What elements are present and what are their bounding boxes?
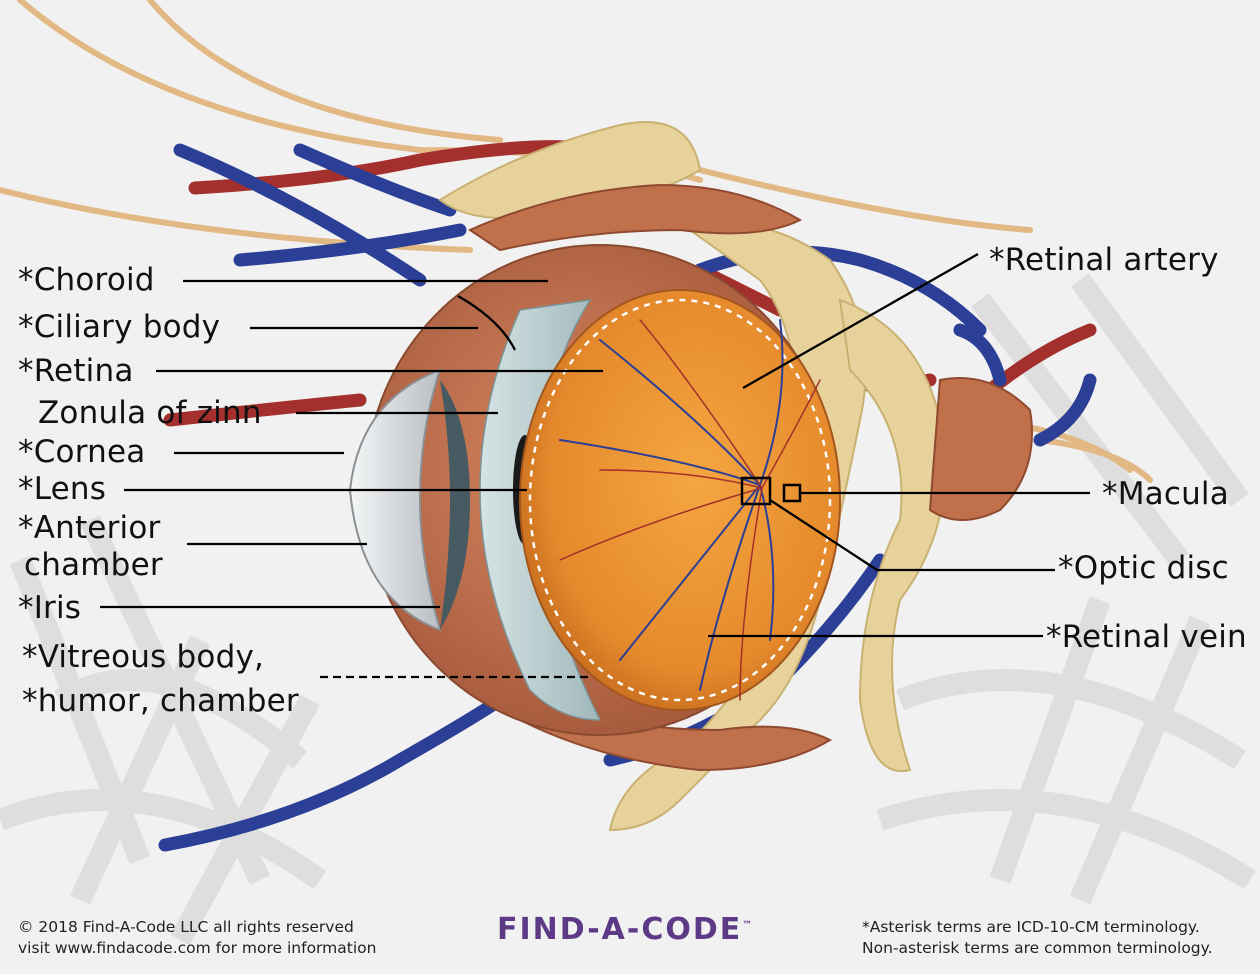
label-vitreous-body: *Vitreous body,: [22, 639, 265, 675]
label-cornea: *Cornea: [18, 434, 146, 470]
optic-disc-box: [740, 476, 772, 506]
leader-lines: [100, 253, 1090, 679]
retinal-vessels: [559, 319, 821, 701]
label-zonula-of-zinn: Zonula of zinn: [38, 395, 262, 431]
label-choroid: *Choroid: [18, 262, 155, 298]
label-vitreous-humor: *humor, chamber: [22, 683, 299, 719]
label-lens: *Lens: [18, 471, 107, 507]
iris-shape: [440, 380, 470, 630]
findacode-logo: FIND-A-CODE™: [497, 912, 752, 947]
label-retina: *Retina: [18, 353, 134, 389]
label-macula: *Macula: [1102, 476, 1229, 512]
label-iris: *Iris: [18, 590, 82, 626]
label-anterior: *Anterior: [18, 510, 161, 546]
footer-copyright: © 2018 Find-A-Code LLC all rights reserv…: [18, 918, 354, 936]
label-optic-disc: *Optic disc: [1058, 550, 1229, 586]
vitreous-boundary: [528, 298, 832, 702]
label-retinal-artery: *Retinal artery: [989, 242, 1219, 278]
logo-text: FIND-A-CODE: [497, 912, 743, 947]
logo-trademark: ™: [742, 920, 753, 931]
label-retinal-vein: *Retinal vein: [1046, 619, 1247, 655]
footer-asterisk-note: *Asterisk terms are ICD-10-CM terminolog…: [862, 918, 1200, 936]
label-chamber: chamber: [24, 547, 163, 583]
footer-common-note: Non-asterisk terms are common terminolog…: [862, 939, 1213, 957]
label-ciliary-body: *Ciliary body: [18, 309, 221, 345]
background-lattice: [0, 273, 1256, 946]
footer-visit-link[interactable]: visit www.findacode.com for more informa…: [18, 939, 377, 957]
cornea-shape: [348, 368, 442, 632]
nerves: [0, 0, 1153, 483]
retina-fundus: [519, 289, 841, 711]
